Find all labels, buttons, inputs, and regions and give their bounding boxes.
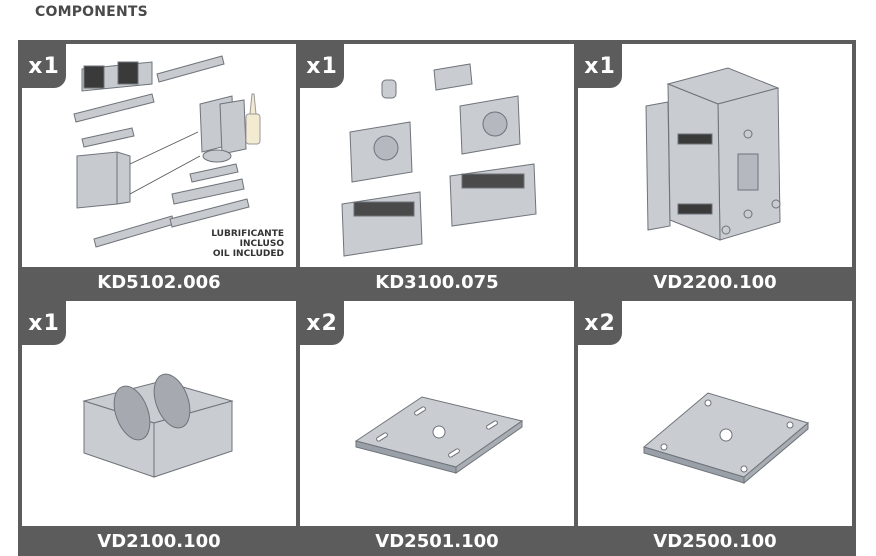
component-code: KD3100.075 xyxy=(300,267,574,297)
component-card: x1 VD2200.100 xyxy=(578,44,852,297)
quantity-badge: x1 xyxy=(300,44,344,88)
component-card: x1 KD3100.075 xyxy=(300,44,574,297)
section-heading: COMPONENTS xyxy=(35,4,148,20)
note-line-3: OIL INCLUDED xyxy=(212,249,284,259)
roller-guide-icon xyxy=(82,373,234,478)
note-line-1: LUBRIFICANTE xyxy=(211,229,284,239)
lubricant-note: LUBRIFICANTE INCLUSO OIL INCLUDED xyxy=(211,229,284,259)
component-code: VD2500.100 xyxy=(578,526,852,556)
component-card: x2 VD2500.100 xyxy=(578,301,852,556)
quantity-badge: x2 xyxy=(300,301,344,345)
component-code: KD5102.006 xyxy=(22,267,296,297)
carriage-set-icon xyxy=(341,63,537,257)
component-code: VD2100.100 xyxy=(22,526,296,556)
component-card: x2 VD2501.100 xyxy=(300,301,574,556)
quantity-badge: x1 xyxy=(22,301,66,345)
component-card: LUBRIFICANTE INCLUSO OIL INCLUDED x1 KD5… xyxy=(22,44,296,297)
quantity-badge: x1 xyxy=(22,44,66,88)
quantity-badge: x1 xyxy=(578,44,622,88)
component-code: VD2200.100 xyxy=(578,267,852,297)
component-code: VD2501.100 xyxy=(300,526,574,556)
square-plate-icon xyxy=(642,392,810,485)
note-line-2: INCLUSO xyxy=(239,239,284,249)
rect-plate-icon xyxy=(354,396,524,474)
slide-kit-exploded-icon xyxy=(73,55,261,248)
quantity-badge: x2 xyxy=(578,301,622,345)
bracket-box-icon xyxy=(645,67,781,241)
components-grid: LUBRIFICANTE INCLUSO OIL INCLUDED x1 KD5… xyxy=(18,40,856,556)
component-card: x1 VD2100.100 xyxy=(22,301,296,556)
